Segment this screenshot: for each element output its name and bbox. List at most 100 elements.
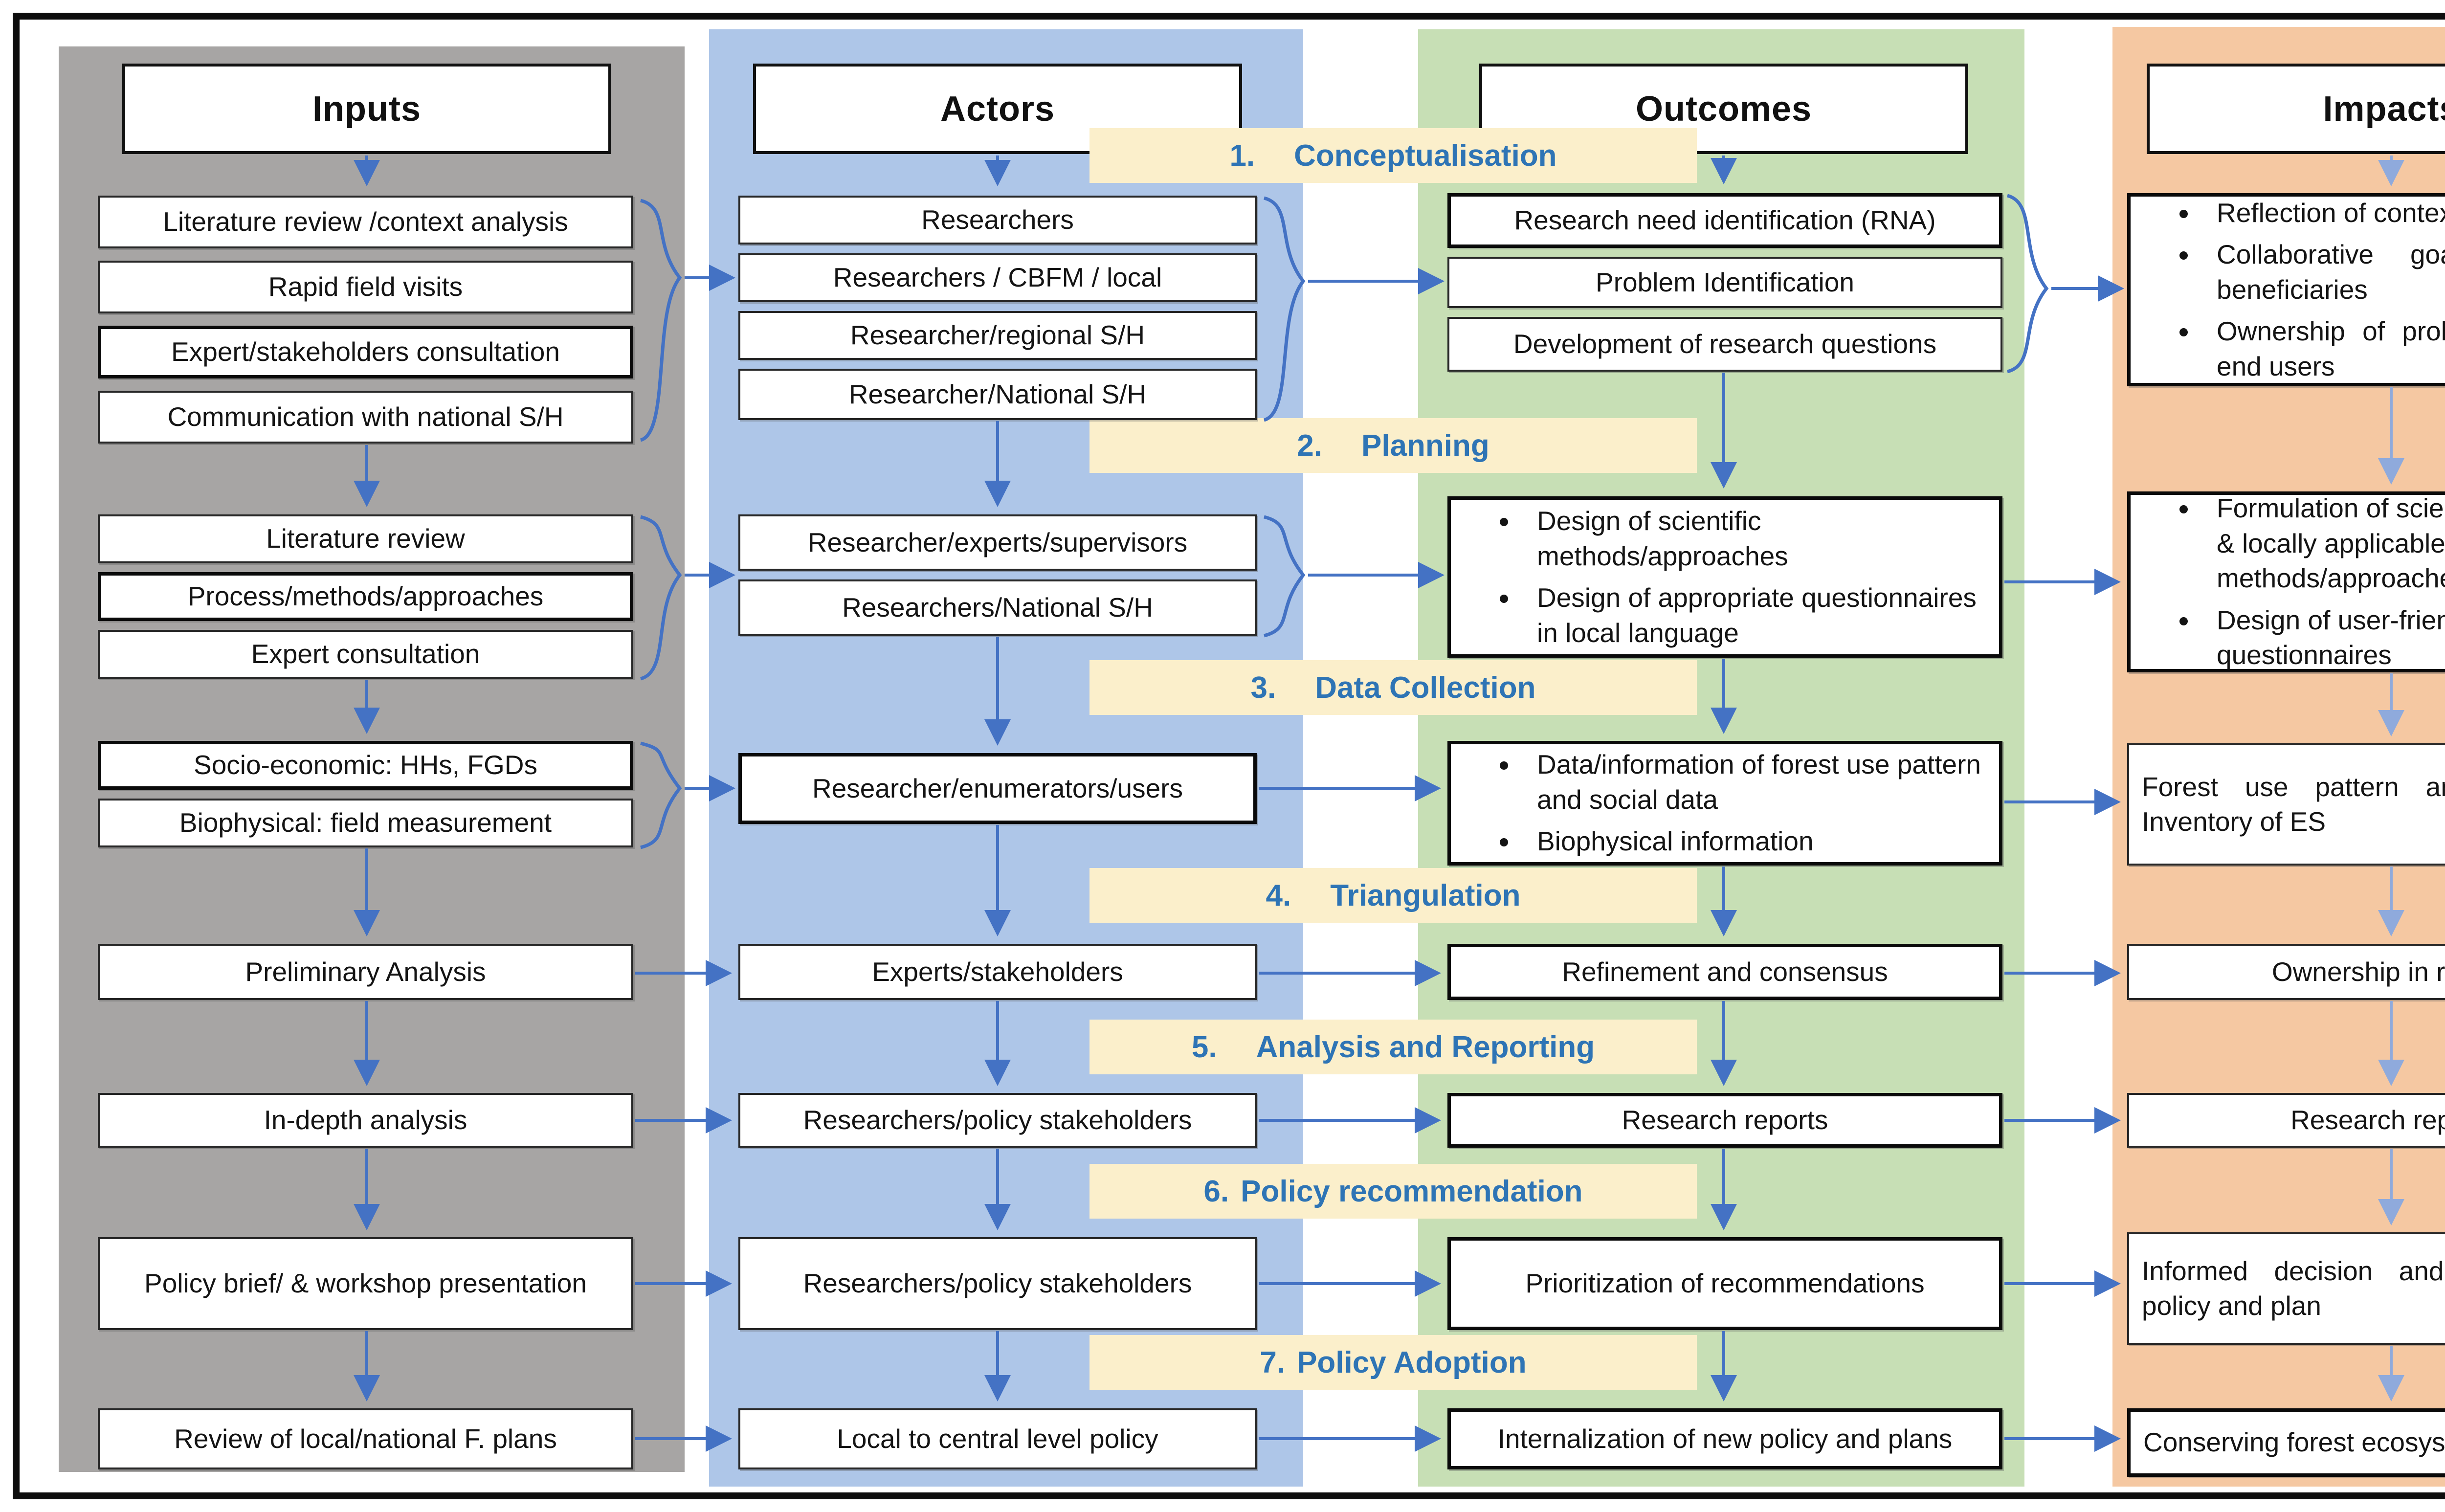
box-label: Researchers xyxy=(921,204,1074,235)
box-label: Development of research questions xyxy=(1513,329,1937,359)
phase-1-number: 1. xyxy=(1229,138,1255,173)
bullet-item: Design of user-friendly questionnaires xyxy=(2199,603,2445,673)
box-label: Researchers/National S/H xyxy=(842,592,1153,623)
bullet-item: Ownership of problems/issues by end user… xyxy=(2199,314,2445,384)
box-label: Problem Identification xyxy=(1596,267,1854,297)
box-design-methods-questionnaires: Design of scientific methods/approaches … xyxy=(1447,496,2002,658)
phase-banner-data-collection: 3. Data Collection xyxy=(1089,660,1697,715)
box-socio-economic-hhs-fgds: Socio-economic: HHs, FGDs xyxy=(98,741,633,790)
box-label: Expert/stakeholders consultation xyxy=(171,336,560,367)
box-forest-use-pattern-inventory: Forest use pattern and social data Inven… xyxy=(2127,743,2445,866)
box-researchers: Researchers xyxy=(738,196,1257,245)
bullet-list: Design of scientific methods/approaches … xyxy=(1466,497,1984,657)
box-process-methods-approaches: Process/methods/approaches xyxy=(98,572,633,621)
outcomes-header-label: Outcomes xyxy=(1635,89,1812,129)
phase-3-title: Data Collection xyxy=(1315,670,1536,705)
box-policy-brief-workshop-presentation: Policy brief/ & workshop presentation xyxy=(98,1237,633,1330)
box-informed-decision-refinement: Informed decision and refinement of poli… xyxy=(2127,1232,2445,1345)
box-research-reports-impact: Research reports xyxy=(2127,1093,2445,1148)
inputs-header-label: Inputs xyxy=(312,89,421,129)
phase-4-number: 4. xyxy=(1266,878,1291,912)
bullet-item: Formulation of scientifically robust & l… xyxy=(2199,491,2445,596)
bullet-list: Formulation of scientifically robust & l… xyxy=(2145,484,2445,680)
box-researchers-national-sh: Researchers/National S/H xyxy=(738,579,1257,636)
bullet-list: Data/information of forest use pattern a… xyxy=(1466,740,1984,866)
bullet-item: Design of scientific methods/approaches xyxy=(1519,504,1984,574)
box-literature-review-context-analysis: Literature review /context analysis xyxy=(98,196,633,248)
box-label: Experts/stakeholders xyxy=(872,956,1123,987)
box-label: Research reports xyxy=(1622,1105,1828,1135)
bullet-item: Biophysical information xyxy=(1519,824,1984,859)
box-researcher-regional-sh: Researcher/regional S/H xyxy=(738,311,1257,360)
bullet-item: Reflection of context xyxy=(2199,196,2445,231)
phase-banner-policy-adoption: 7.Policy Adoption xyxy=(1089,1335,1697,1390)
box-experts-stakeholders: Experts/stakeholders xyxy=(738,944,1257,1000)
box-context-goal-ownership: Reflection of context Collaborative goal… xyxy=(2127,193,2445,386)
box-refinement-and-consensus: Refinement and consensus xyxy=(1447,944,2002,1000)
box-label: Informed decision and refinement of poli… xyxy=(2142,1255,2445,1321)
box-prioritization-of-recommendations: Prioritization of recommendations xyxy=(1447,1237,2002,1330)
box-label: Forest use pattern and social data Inven… xyxy=(2142,771,2445,837)
phase-3-number: 3. xyxy=(1250,670,1276,705)
box-research-need-identification-rna: Research need identification (RNA) xyxy=(1447,193,2002,248)
phase-5-number: 5. xyxy=(1191,1030,1217,1064)
box-in-depth-analysis: In-depth analysis xyxy=(98,1093,633,1148)
box-label: Rapid field visits xyxy=(268,271,463,302)
box-label: Process/methods/approaches xyxy=(187,581,544,612)
impacts-header-label: Impacts xyxy=(2323,89,2445,129)
box-label: Review of local/national F. plans xyxy=(174,1423,557,1454)
box-biophysical-field-measurement: Biophysical: field measurement xyxy=(98,799,633,847)
phase-banner-analysis-reporting: 5. Analysis and Reporting xyxy=(1089,1020,1697,1074)
box-researcher-national-sh: Researcher/National S/H xyxy=(738,369,1257,420)
box-researchers-policy-stakeholders-2: Researchers/policy stakeholders xyxy=(738,1237,1257,1330)
box-preliminary-analysis: Preliminary Analysis xyxy=(98,944,633,1000)
box-label: In-depth analysis xyxy=(264,1105,467,1135)
box-label: Researcher/experts/supervisors xyxy=(807,527,1188,557)
box-label: Researcher/National S/H xyxy=(848,378,1147,409)
box-label: Prioritization of recommendations xyxy=(1525,1268,1925,1299)
box-formulation-methods: Formulation of scientifically robust & l… xyxy=(2127,491,2445,672)
phase-banner-triangulation: 4. Triangulation xyxy=(1089,868,1697,923)
phase-2-title: Planning xyxy=(1361,428,1489,463)
phase-banner-policy-recommendation: 6.Policy recommendation xyxy=(1089,1164,1697,1219)
box-label: Ownership in results xyxy=(2271,956,2445,987)
phase-7-number: 7. xyxy=(1260,1345,1286,1379)
box-researcher-enumerators-users: Researcher/enumerators/users xyxy=(738,753,1257,824)
box-label: Communication with national S/H xyxy=(167,401,564,432)
box-expert-stakeholders-consultation: Expert/stakeholders consultation xyxy=(98,326,633,378)
box-label: Refinement and consensus xyxy=(1562,956,1888,987)
phase-1-title: Conceptualisation xyxy=(1294,138,1557,173)
box-label: Literature review /context analysis xyxy=(163,206,568,237)
box-label: Local to central level policy xyxy=(837,1423,1158,1454)
box-label: Researcher/regional S/H xyxy=(850,320,1145,351)
box-label: Biophysical: field measurement xyxy=(179,807,552,838)
box-label: Researcher/enumerators/users xyxy=(812,773,1183,803)
diagram-border xyxy=(13,13,2445,1499)
box-label: Literature review xyxy=(266,523,465,554)
phase-6-title: Policy recommendation xyxy=(1241,1174,1583,1208)
box-literature-review: Literature review xyxy=(98,514,633,563)
bullet-list: Reflection of context Collaborative goal… xyxy=(2145,189,2445,391)
box-data-information-forest-use: Data/information of forest use pattern a… xyxy=(1447,741,2002,866)
bullet-item: Data/information of forest use pattern a… xyxy=(1519,747,1984,817)
phase-4-title: Triangulation xyxy=(1330,878,1521,912)
box-label: Research reports xyxy=(2290,1105,2445,1135)
box-research-reports-outcome: Research reports xyxy=(1447,1093,2002,1148)
phase-banner-planning: 2. Planning xyxy=(1089,418,1697,473)
box-review-of-local-national-f-plans: Review of local/national F. plans xyxy=(98,1408,633,1469)
phase-2-number: 2. xyxy=(1297,428,1322,463)
box-ownership-in-results: Ownership in results xyxy=(2127,944,2445,1000)
box-conserving-forest-ecosystems: Conserving forest ecosystems xyxy=(2127,1408,2445,1477)
box-label: Research need identification (RNA) xyxy=(1514,205,1936,236)
box-label: Researchers / CBFM / local xyxy=(833,262,1162,293)
phase-5-title: Analysis and Reporting xyxy=(1256,1030,1595,1064)
box-researchers-cbfm-local: Researchers / CBFM / local xyxy=(738,253,1257,302)
actors-header-label: Actors xyxy=(940,89,1055,129)
impacts-header: Impacts xyxy=(2147,64,2445,154)
bullet-item: Design of appropriate questionnaires in … xyxy=(1519,580,1984,650)
box-development-of-research-questions: Development of research questions xyxy=(1447,317,2002,372)
box-problem-identification: Problem Identification xyxy=(1447,257,2002,308)
box-label: Socio-economic: HHs, FGDs xyxy=(194,750,537,780)
box-local-to-central-level-policy: Local to central level policy xyxy=(738,1408,1257,1469)
